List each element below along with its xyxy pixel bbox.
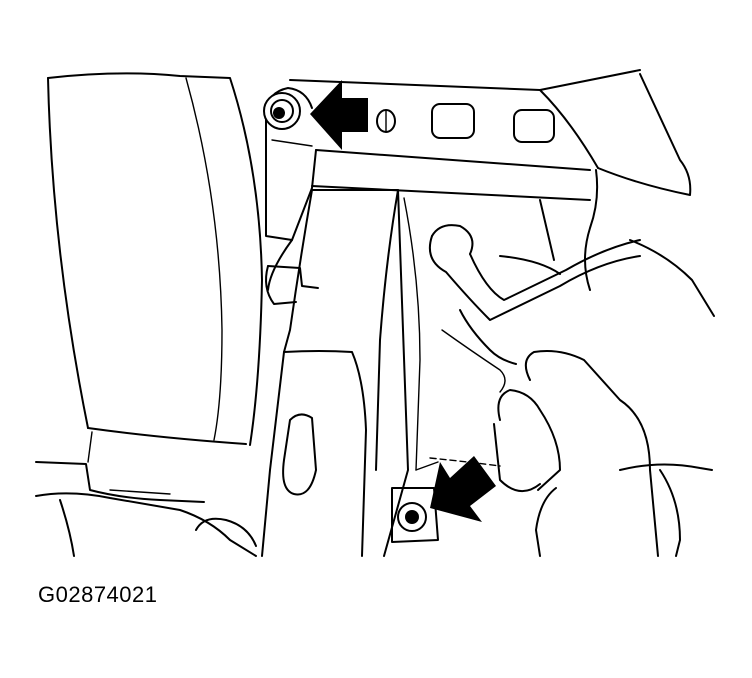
figure-caption: G02874021 [38, 582, 158, 607]
upper-bracket [289, 69, 692, 201]
lower-bracket [391, 487, 439, 543]
lower-arrow [430, 456, 496, 522]
bracket-slot-1 [431, 103, 475, 139]
mechanical-illustration [35, 69, 715, 557]
center-module [261, 189, 421, 557]
left-trim-panel [47, 72, 263, 446]
upper-arrow [310, 80, 368, 150]
bracket-slot-2 [513, 109, 555, 143]
hose [428, 224, 641, 321]
lower-left-structure [35, 431, 257, 557]
upper-nut [263, 92, 301, 130]
right-components [415, 169, 715, 557]
